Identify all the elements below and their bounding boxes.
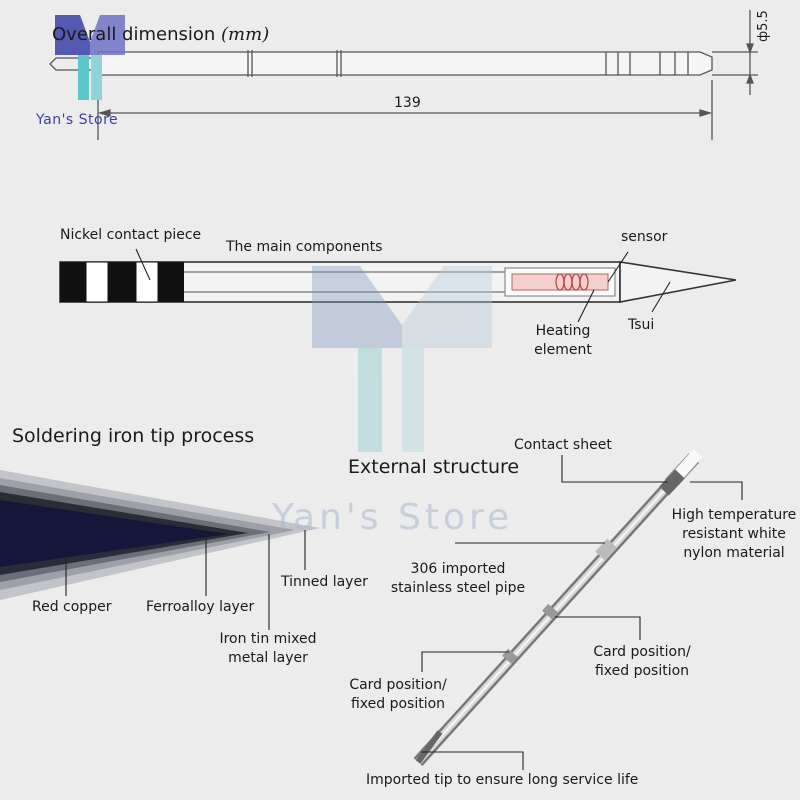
tip-process-drawing <box>0 470 320 630</box>
card-right-line-2: fixed position <box>594 663 690 679</box>
overall-dimension-text: Overall dimension <box>52 24 216 45</box>
external-structure-pen <box>413 448 743 770</box>
heating-line-1: Heating <box>535 323 591 339</box>
imported-tip-label: Imported tip to ensure long service life <box>366 772 639 788</box>
sensor-label: sensor <box>621 229 668 245</box>
nickel-contact-label: Nickel contact piece <box>60 227 202 243</box>
tip-process-heading: Soldering iron tip process <box>12 425 255 447</box>
nylon-material-label: High temperature resistant white nylon m… <box>666 506 800 563</box>
card-position-right-label: Card position/ fixed position <box>584 643 700 681</box>
heating-line-2: element <box>534 342 592 358</box>
heating-element-label: Heating element <box>526 322 600 360</box>
watermark-text: Yan's Store <box>272 497 514 538</box>
mixed-line-1: Iron tin mixed <box>219 631 317 647</box>
overall-length-label: 139 <box>394 95 421 111</box>
brand-name: Yan's Store <box>36 112 119 128</box>
watermark-logo <box>312 266 492 452</box>
main-components-heading: The main components <box>226 239 383 255</box>
mixed-line-2: metal layer <box>228 650 308 666</box>
card-left-line-1: Card position/ <box>349 677 447 693</box>
overall-dimension-title: Overall dimension (mm) <box>52 24 269 45</box>
nylon-line-3: nylon material <box>683 545 785 561</box>
contact-sheet-label: Contact sheet <box>514 437 612 453</box>
iron-tin-mixed-label: Iron tin mixed metal layer <box>212 630 324 668</box>
nylon-line-1: High temperature <box>671 507 797 523</box>
red-copper-label: Red copper <box>32 599 112 615</box>
steel-pipe-label: 306 imported stainless steel pipe <box>386 560 530 598</box>
external-structure-heading: External structure <box>348 456 520 478</box>
card-right-line-1: Card position/ <box>593 644 691 660</box>
main-components-drawing <box>59 248 737 323</box>
card-position-left-label: Card position/ fixed position <box>340 676 456 714</box>
tsui-label: Tsui <box>628 317 655 333</box>
overall-diameter-label: ф5.5 <box>756 10 771 42</box>
overall-dimension-unit: (mm) <box>221 24 270 45</box>
pipe-line-1: 306 imported <box>410 561 506 577</box>
nylon-line-2: resistant white <box>682 526 786 542</box>
card-left-line-2: fixed position <box>350 696 446 712</box>
tinned-layer-label: Tinned layer <box>281 574 368 590</box>
ferroalloy-label: Ferroalloy layer <box>146 599 255 615</box>
brand-logo <box>55 15 125 100</box>
pipe-line-2: stainless steel pipe <box>390 580 526 596</box>
